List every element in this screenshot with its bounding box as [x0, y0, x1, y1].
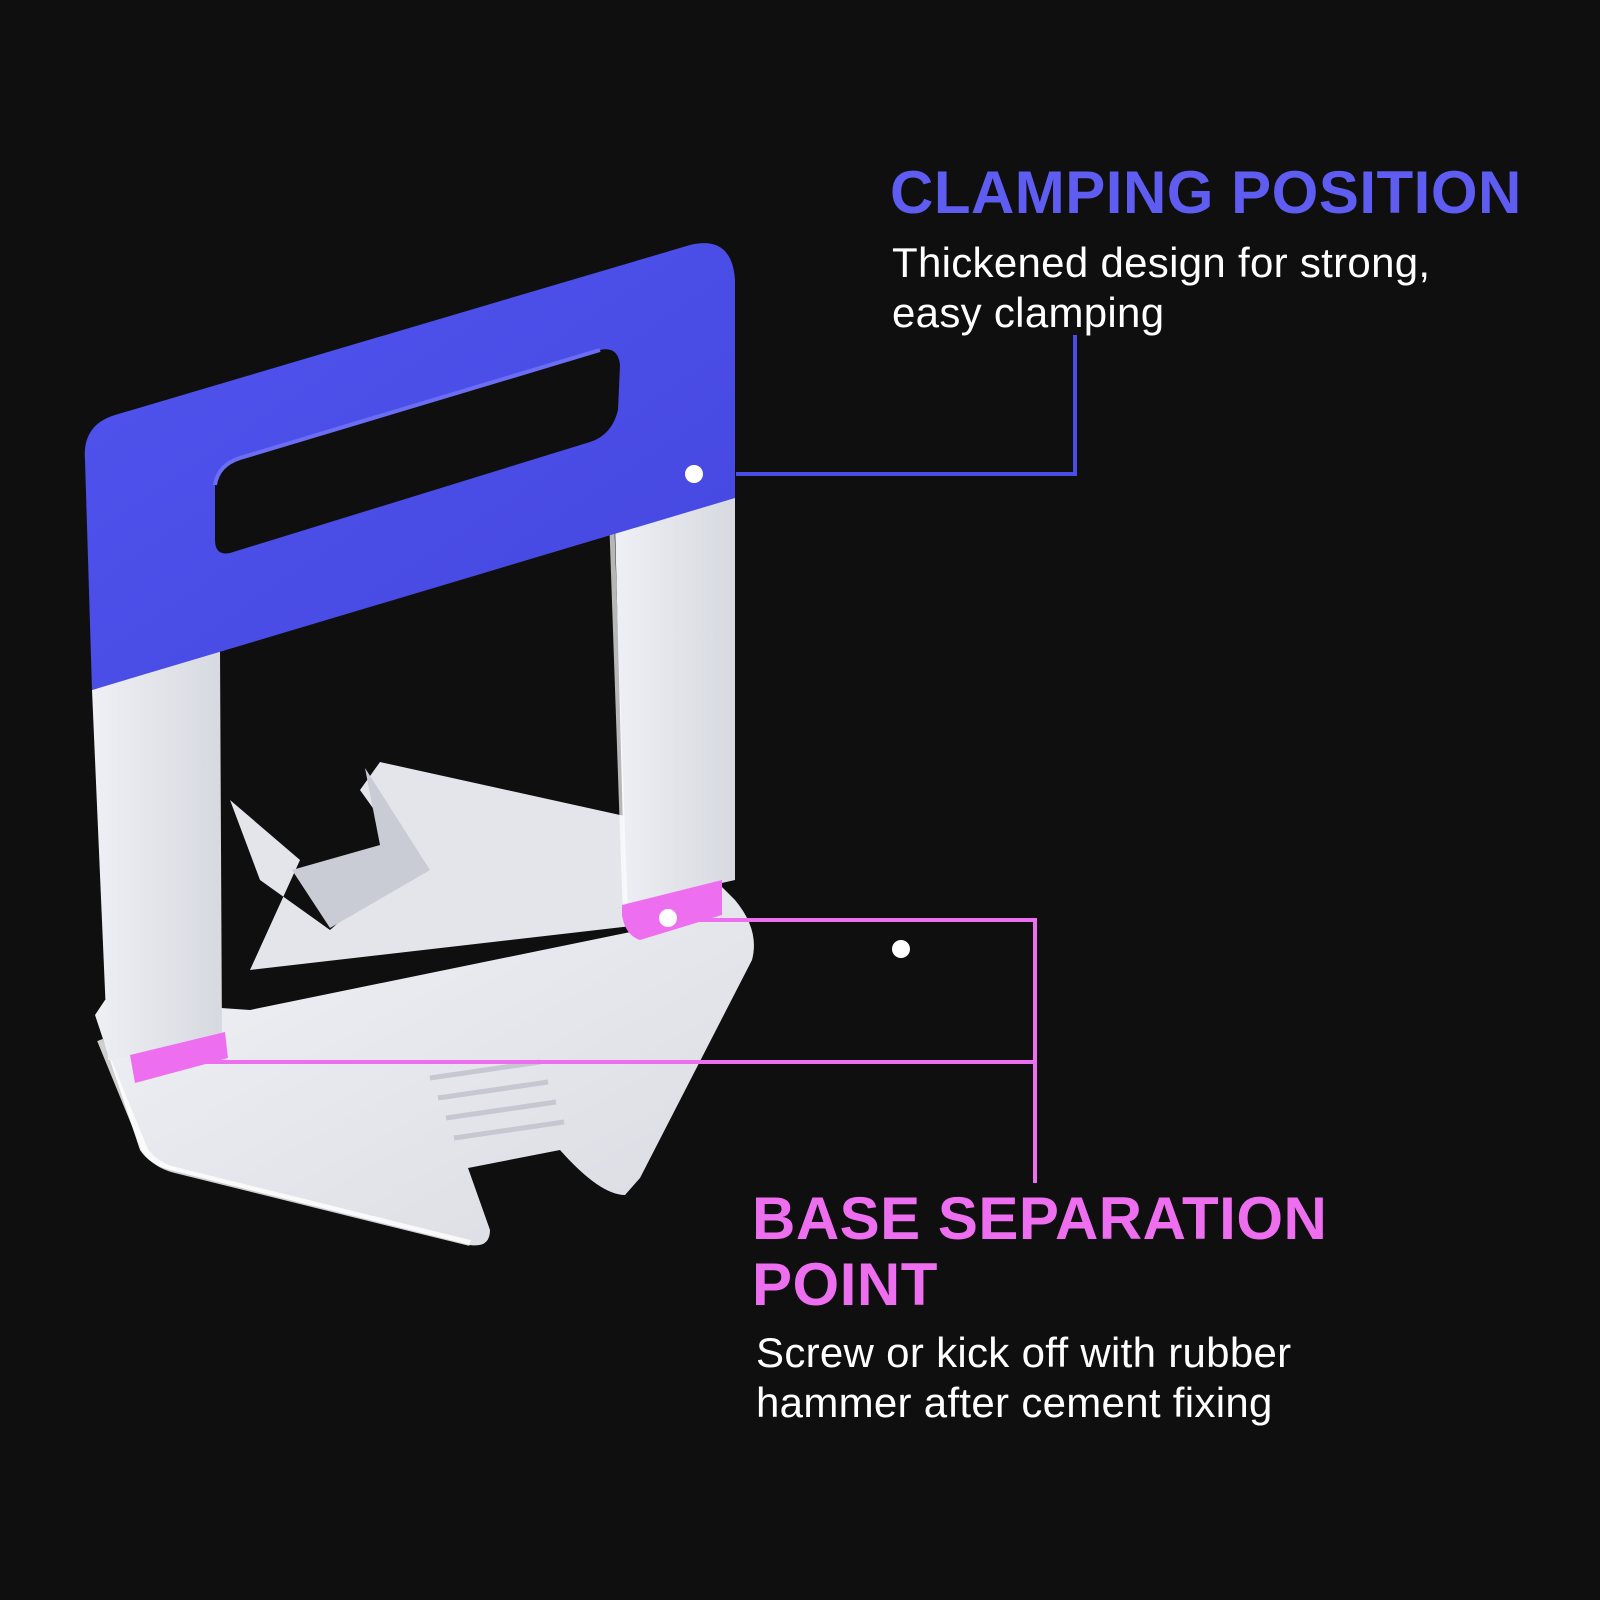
- base-grip-ridges: [429, 1059, 565, 1141]
- separation-marker-left: [130, 1032, 228, 1083]
- base-separation-description-line: Screw or kick off with rubber: [756, 1329, 1292, 1376]
- base-separation-description-line: hammer after cement fixing: [756, 1379, 1273, 1426]
- clamping-description: Thickened design for strong, easy clampi…: [892, 238, 1532, 338]
- separation-point-dot-right: [659, 909, 677, 927]
- clip-right-leg: [615, 495, 735, 905]
- clip-base: [95, 762, 754, 1246]
- clamping-leader-line: [736, 335, 1077, 476]
- clamping-title: CLAMPING POSITION: [890, 159, 1522, 226]
- base-separation-title: BASE SEPARATION POINT: [752, 1186, 1432, 1318]
- clamping-description-line: easy clamping: [892, 289, 1165, 336]
- clamping-point-dot: [685, 465, 703, 483]
- base-separation-title-line: POINT: [752, 1251, 938, 1318]
- separation-point-dot-center: [892, 940, 910, 958]
- clip-clamping-head: [84, 243, 735, 690]
- base-separation-title-line: BASE SEPARATION: [752, 1185, 1328, 1252]
- clip-left-leg: [92, 650, 222, 1060]
- clamping-callout: [685, 335, 1077, 483]
- separation-callout: [175, 909, 1037, 1183]
- base-separation-description: Screw or kick off with rubber hammer aft…: [756, 1328, 1396, 1428]
- clamping-description-line: Thickened design for strong,: [892, 239, 1431, 286]
- clip-head-slot: [215, 349, 620, 554]
- separation-leader-upper: [680, 918, 1037, 1183]
